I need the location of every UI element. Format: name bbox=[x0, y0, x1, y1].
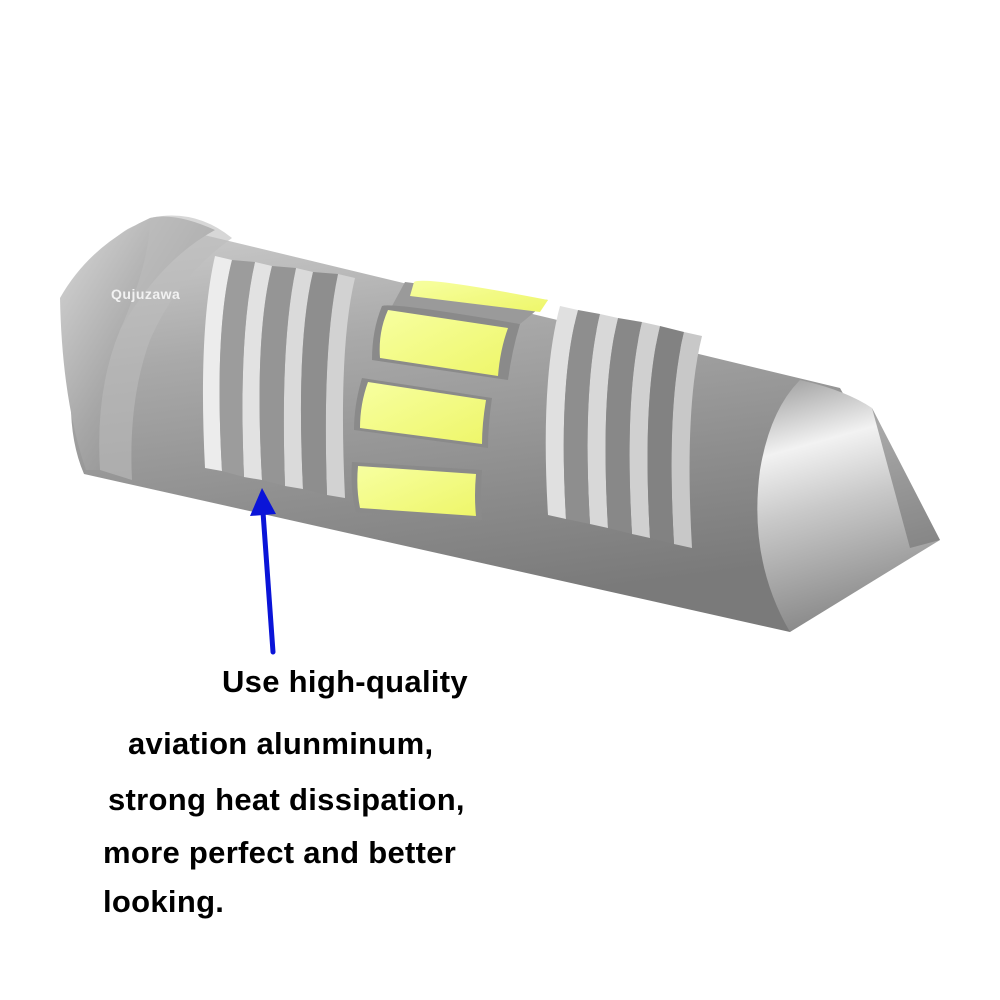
right-cone-tip bbox=[757, 380, 940, 632]
up-arrow-icon bbox=[250, 488, 276, 655]
caption-line-2: aviation alunminum, bbox=[128, 726, 434, 761]
heat-sink-fins-right bbox=[545, 306, 702, 548]
led-chips bbox=[351, 280, 548, 520]
heat-sink-fins-left bbox=[202, 256, 355, 498]
caption-line-3: strong heat dissipation, bbox=[108, 782, 465, 817]
caption-line-4: more perfect and better bbox=[103, 835, 457, 870]
caption-line-5: looking. bbox=[103, 884, 225, 919]
watermark-text: Qujuzawa bbox=[111, 286, 181, 302]
caption-line-1: Use high-quality bbox=[222, 664, 468, 699]
left-end-cap bbox=[60, 215, 233, 480]
